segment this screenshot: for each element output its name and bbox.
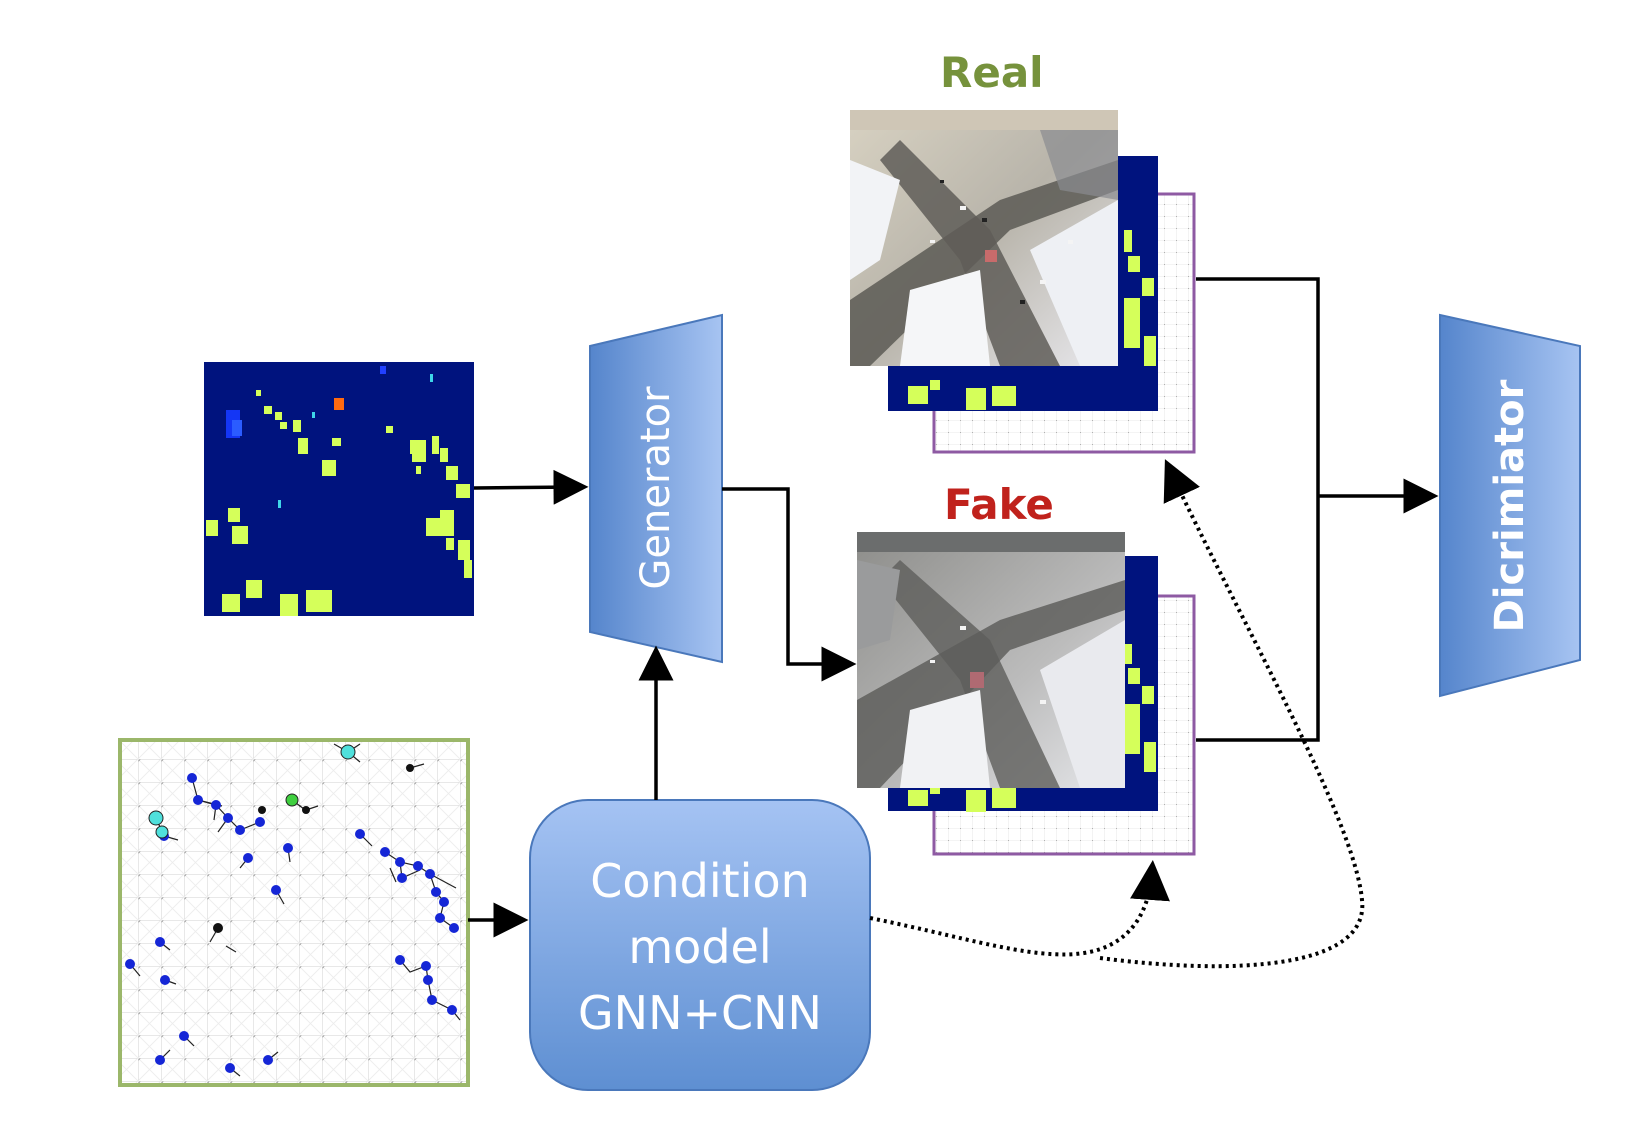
generator-label: Generator [633,386,679,590]
real-fake-merge-line [1196,277,1320,742]
real-label: Real [940,48,1044,97]
fake-label: Fake [944,480,1054,529]
generator-to-fake-arrow [722,487,857,682]
fake-stack [857,532,1196,856]
discriminator-label: Dicrimiator [1487,379,1533,633]
condition-line-2: model [628,920,772,974]
flow-arrows [468,277,1439,938]
condition-model-block [529,799,871,1091]
input-scene-graph [118,738,470,1087]
real-stack [850,110,1196,454]
fake-photo [857,532,1125,788]
condition-line-1: Condition [590,854,810,908]
condition-to-fake-dotted-arrow [869,860,1170,957]
discriminator-block [1439,313,1581,698]
condition-to-real-dotted-arrow [1099,459,1365,969]
condition-dotted-arrows [869,459,1365,969]
real-photo [850,110,1118,366]
input-layout-heatmap [204,362,474,616]
condition-line-3: GNN+CNN [578,986,822,1040]
heatmap-to-generator-arrow [473,469,589,505]
generator-block [589,313,723,664]
condition-model-label: Condition model GNN+CNN [530,848,870,1046]
